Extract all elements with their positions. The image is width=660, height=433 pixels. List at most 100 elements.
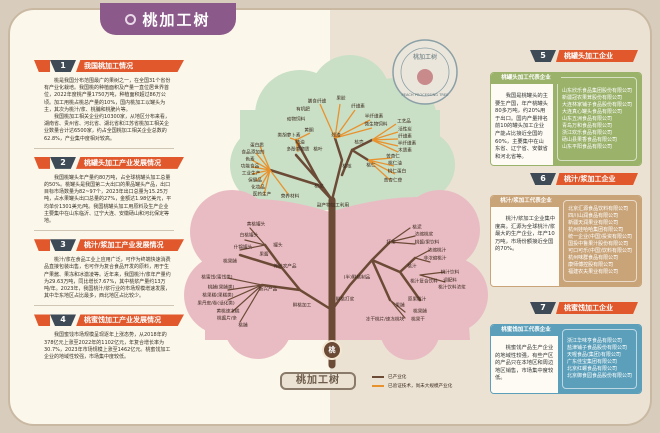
company-name: 山东欣乐食品集团股份有限公司 bbox=[561, 87, 632, 94]
tree-node-label: 工业生产 bbox=[241, 171, 261, 177]
box-tab: 桃蜜饯加工代表企业 bbox=[491, 325, 561, 336]
legend-line-brown bbox=[372, 376, 384, 378]
orange-branches bbox=[251, 103, 399, 196]
tree-node-label: 精油 bbox=[295, 140, 305, 146]
seal-title: 桃加工树 bbox=[412, 54, 437, 61]
tree-node-label: 桃汁饮料 bbox=[440, 270, 460, 276]
company-name: 北京汇源食品饮料有限公司 bbox=[568, 206, 629, 212]
tree-node-label: 鲜桃加工 bbox=[292, 303, 312, 309]
company-name: 浙江欢乐食品有限公司 bbox=[561, 129, 612, 136]
company-name: 可口可乐(中国)饮料有限公司 bbox=[568, 248, 632, 254]
tree-node-label: 桃酱/果饮料 bbox=[414, 240, 440, 246]
description-text: 我国是桃罐头的主要生产国，年产桃罐头80多万吨，约20%用于出口。国内产量排名前… bbox=[495, 93, 548, 160]
section-number: 4 bbox=[50, 314, 76, 327]
tree-node-label: 有机肥 bbox=[296, 107, 310, 113]
tree-node-label: 果脯 bbox=[395, 303, 405, 309]
tree-node-label: 浓缩桃浆 bbox=[414, 232, 434, 238]
tree-node-label: 桃汁复合饮料 bbox=[410, 279, 438, 285]
section-number: 1 bbox=[50, 60, 76, 72]
company-name: 大连真心罐头食品有限公司 bbox=[561, 108, 622, 115]
tree-node-label: 罐头 bbox=[273, 243, 283, 249]
tree-node-label: 半纤维素 bbox=[364, 114, 384, 120]
legend-item-verified: 已验证技术，尚未大规模产业化 bbox=[372, 383, 452, 389]
section-divider bbox=[34, 147, 174, 149]
header-accent bbox=[34, 239, 50, 252]
tree-node-label: 半纤维素 bbox=[397, 141, 417, 147]
tree-node-label: 木质素 bbox=[398, 148, 412, 154]
section-number: 3 bbox=[50, 239, 76, 252]
box-tab: 桃罐头加工代表企业 bbox=[491, 73, 561, 84]
company-name: 康师傅控股有限公司 bbox=[568, 262, 614, 268]
tree-node-label: 什锦罐头 bbox=[233, 245, 253, 251]
section-paragraph: 我国蜜饯市场规模呈现逐年上涨态势，从2018年的378亿元上涨至2022年的11… bbox=[44, 332, 171, 361]
tree-node-label: 膳食纤维 bbox=[307, 99, 327, 105]
company-name: 山东五洲食品有限公司 bbox=[561, 115, 612, 122]
legend: 已产业化 已验证技术，尚未大规模产业化 bbox=[372, 374, 452, 389]
tree-node-label: 浓缩桃汁 bbox=[427, 248, 447, 254]
tree-node-label: 营养材料 bbox=[280, 194, 300, 200]
tree-node-label: 类胡萝卜素 bbox=[277, 133, 301, 139]
box-tab: 桃汁/浆加工代表企业 bbox=[491, 196, 561, 207]
tree-node-label: 微生物饲料 bbox=[364, 122, 388, 128]
description-text: 桃蜜饯产品生产企业的地域性较强，有些产区的产品只在本地区和周边地区销售，市场集中… bbox=[495, 345, 554, 382]
tree-title-plaque: 桃加工树 bbox=[280, 372, 356, 390]
company-name: 大连林家铺子食品股份有限公司 bbox=[561, 101, 632, 108]
company-box: 桃罐头加工代表企业我国是桃罐头的主要生产国，年产桃罐头80多万吨，约20%用于出… bbox=[490, 72, 642, 167]
tree-node-label: 副产物加工利用 bbox=[316, 203, 350, 209]
header-accent bbox=[34, 60, 50, 72]
tree-node-label: 保健品 bbox=[248, 178, 262, 184]
box-description: 桃汁/浆加工代表企业桃汁/浆加工企业集中度高。汇源为全球桃汁/浆最大的生产企业，… bbox=[491, 196, 561, 286]
tree-node-label: 黄桃速冻糕 bbox=[216, 309, 240, 315]
tree-node-label: 蛋白质 bbox=[250, 143, 264, 149]
tree-node-label: 动物饲料 bbox=[286, 117, 306, 123]
company-list: 北京汇源食品饮料有限公司四川山润食品有限公司新疆天润果业有限公司杭州娃哈哈集团有… bbox=[559, 196, 641, 286]
tree-node-label: 桃核 bbox=[342, 164, 352, 170]
section-title: 桃蜜饯加工产业发展情况 bbox=[76, 314, 184, 327]
tree-node-label: 桃果脯 bbox=[223, 259, 237, 265]
tree-node-label: 纤维素 bbox=[351, 104, 365, 110]
company-name: 福建农夫果业有限公司 bbox=[568, 269, 619, 275]
company-list-inner: 浙江华味亨食品有限公司盐津铺子食品股份有限公司天喔食品(集团)有限公司广东佳宝集… bbox=[561, 329, 637, 389]
section-number: 6 bbox=[530, 173, 556, 185]
section-title: 桃汁/浆加工产业发展情况 bbox=[76, 239, 184, 252]
company-name: 新疆冠农果茸股份有限公司 bbox=[561, 94, 622, 101]
description-text: 桃汁/浆加工企业集中度高。汇源为全球桃汁/浆最大的生产企业，年产10万吨，市场份… bbox=[495, 216, 556, 253]
section-title: 桃罐头加工产业发展情况 bbox=[76, 156, 184, 169]
box-description: 桃蜜饯加工代表企业桃蜜饯产品生产企业的地域性较强，有些产区的产品只在本地区和周边… bbox=[491, 325, 561, 393]
tree-node-label: (半)鲜桃制品 bbox=[343, 275, 371, 281]
tree-node-label: 桃叶 bbox=[313, 147, 323, 153]
tree-node-label: 桃汁 bbox=[407, 264, 417, 270]
company-name: 青岛万和食品有限公司 bbox=[561, 122, 612, 129]
tree-node-label: 桃花 bbox=[314, 184, 324, 190]
company-list: 山东欣乐食品集团股份有限公司新疆冠农果茸股份有限公司大连林家铺子食品股份有限公司… bbox=[552, 73, 641, 166]
legend-label: 已验证技术，尚未大规模产业化 bbox=[388, 384, 453, 389]
company-name: 广东佳宝集团有限公司 bbox=[566, 359, 617, 365]
company-name: 盐津铺子食品股份有限公司 bbox=[566, 345, 627, 351]
section-title: 桃罐头加工企业 bbox=[556, 50, 638, 62]
company-name: 天喔食品(集团)有限公司 bbox=[566, 352, 621, 358]
tree-node-label: 桃汁饮料浓浆 bbox=[438, 285, 466, 291]
section-number: 2 bbox=[50, 156, 76, 169]
company-list-inner: 北京汇源食品饮料有限公司四川山润食品有限公司新疆天润果业有限公司杭州娃哈哈集团有… bbox=[563, 200, 637, 282]
tree-node-label: 果酱 bbox=[259, 252, 269, 258]
seal bbox=[392, 39, 458, 105]
legend-item-industrialized: 已产业化 bbox=[372, 374, 452, 380]
page-title: 桃加工树 bbox=[100, 3, 236, 35]
circle-icon bbox=[125, 13, 137, 25]
tree-node-label: 桃仁油 bbox=[388, 161, 402, 167]
tree-node-label: 果丹皮/卷(话化类) bbox=[197, 301, 235, 307]
section-paragraph: 桃是我国分布范围最广的果树之一，在全国31个省份有产业化栽培。我国桃的种植面积及… bbox=[44, 78, 171, 113]
tree-node-label: 冻干桃片/速冻桃块 bbox=[365, 317, 405, 323]
legend-line-orange bbox=[372, 385, 384, 387]
tree-node-label: 传统农产品 bbox=[273, 264, 297, 270]
tree-node-label: 调配料 bbox=[443, 278, 457, 284]
